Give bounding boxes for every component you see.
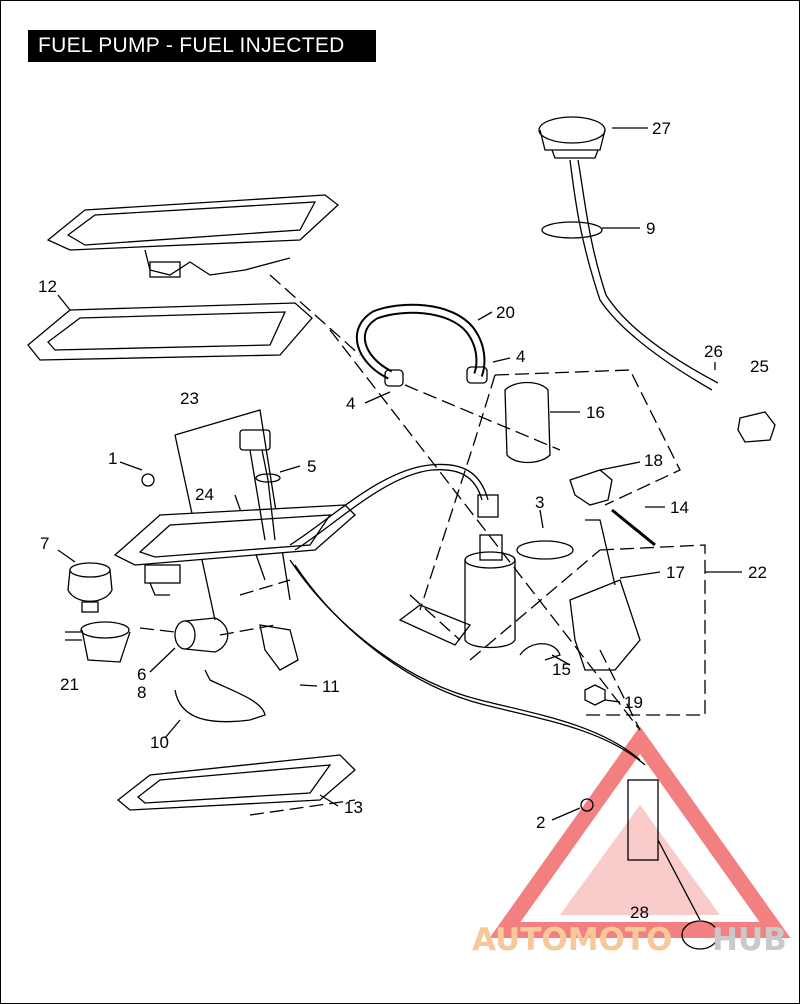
wire-harness (289, 463, 646, 766)
callout-12: 12 (38, 277, 57, 296)
callout-1: 1 (108, 449, 117, 468)
callout-2: 2 (536, 813, 545, 832)
connector-25 (737, 411, 776, 443)
wire-10 (174, 669, 266, 723)
callout-9: 9 (646, 219, 655, 238)
callout-25: 25 (750, 357, 769, 376)
callout-11: 11 (322, 677, 340, 696)
callout-20: 20 (496, 303, 515, 322)
callout-18: 18 (644, 451, 663, 470)
filter-6 (174, 617, 229, 653)
regulator-7 (67, 562, 113, 613)
bracket-18 (569, 469, 613, 506)
gasket-12 (27, 302, 313, 361)
nut-19 (584, 684, 606, 706)
callout-leaders (57, 127, 716, 821)
callout-8: 8 (137, 683, 146, 702)
callout-13: 13 (344, 798, 363, 817)
callout-19: 19 (624, 693, 643, 712)
callout-28: 28 (630, 903, 649, 922)
callout-10: 10 (150, 733, 169, 752)
callout-5: 5 (307, 457, 316, 476)
callout-24: 24 (195, 485, 214, 504)
gasket-13 (116, 754, 356, 811)
connector-24 (239, 429, 281, 541)
screw-1 (141, 473, 155, 487)
spring-14 (611, 508, 656, 547)
callout-17: 17 (666, 563, 685, 582)
callout-16: 16 (586, 403, 605, 422)
page-title: FUEL PUMP - FUEL INJECTED (28, 30, 376, 62)
hose-20 (355, 303, 486, 380)
callout-3: 3 (535, 493, 544, 512)
watermark-triangle (489, 726, 791, 938)
top-cover-plate (46, 194, 340, 278)
callout-23: 23 (180, 389, 199, 408)
clip-15 (519, 643, 561, 661)
fuel-pump (398, 494, 516, 649)
sender-17 (569, 519, 641, 671)
callout-21: 21 (60, 675, 79, 694)
o-ring-9 (541, 221, 603, 239)
watermark-automoto: AUTOMOTO (472, 922, 672, 958)
callout-15: 15 (552, 660, 571, 679)
screw-2 (580, 798, 594, 812)
clamp-4b (466, 366, 488, 384)
bracket-11 (259, 624, 299, 671)
watermark-text: AUTOMOTO HUB (472, 922, 787, 958)
callout-6: 6 (137, 665, 146, 684)
clamp-4a (384, 369, 404, 387)
callout-26: 26 (704, 342, 723, 361)
sensor-cap-27 (538, 116, 719, 391)
callout-7: 7 (40, 534, 49, 553)
callout-labels: 27 9 20 4 26 25 12 4 16 23 18 1 5 3 14 2… (38, 119, 769, 922)
main-flange-plate (113, 504, 356, 596)
watermark-hub: HUB (712, 922, 787, 958)
callout-4-left: 4 (346, 394, 355, 413)
fitting-21 (65, 621, 131, 663)
callout-22: 22 (748, 563, 767, 582)
callout-4-top: 4 (516, 347, 525, 366)
callout-27: 27 (652, 119, 671, 138)
callout-14: 14 (670, 498, 689, 517)
strap-3 (516, 540, 574, 560)
level-sender-28 (627, 779, 719, 950)
sleeve-16 (504, 381, 551, 464)
dashed-guides (139, 274, 706, 816)
